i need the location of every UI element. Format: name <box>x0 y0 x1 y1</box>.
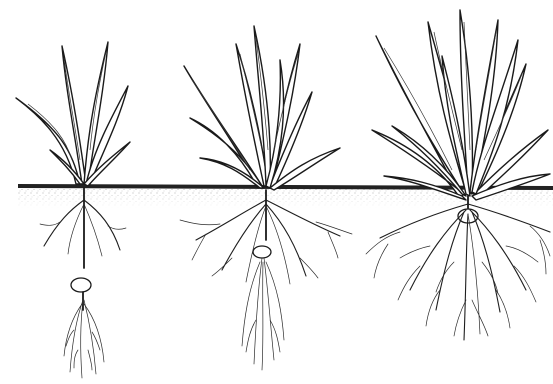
mature-crown-roots <box>366 204 550 340</box>
plant-mature <box>366 10 550 340</box>
tillering-leaves <box>184 26 340 190</box>
seed <box>71 278 91 292</box>
mature-leaves <box>372 10 550 200</box>
seedling-crown-roots <box>40 200 126 256</box>
tillering-seminal-roots <box>242 258 284 370</box>
plant-young-seedling <box>16 42 130 378</box>
seedling-leaves <box>16 42 130 186</box>
seed <box>253 246 271 258</box>
seedling-seminal-roots <box>64 300 104 378</box>
